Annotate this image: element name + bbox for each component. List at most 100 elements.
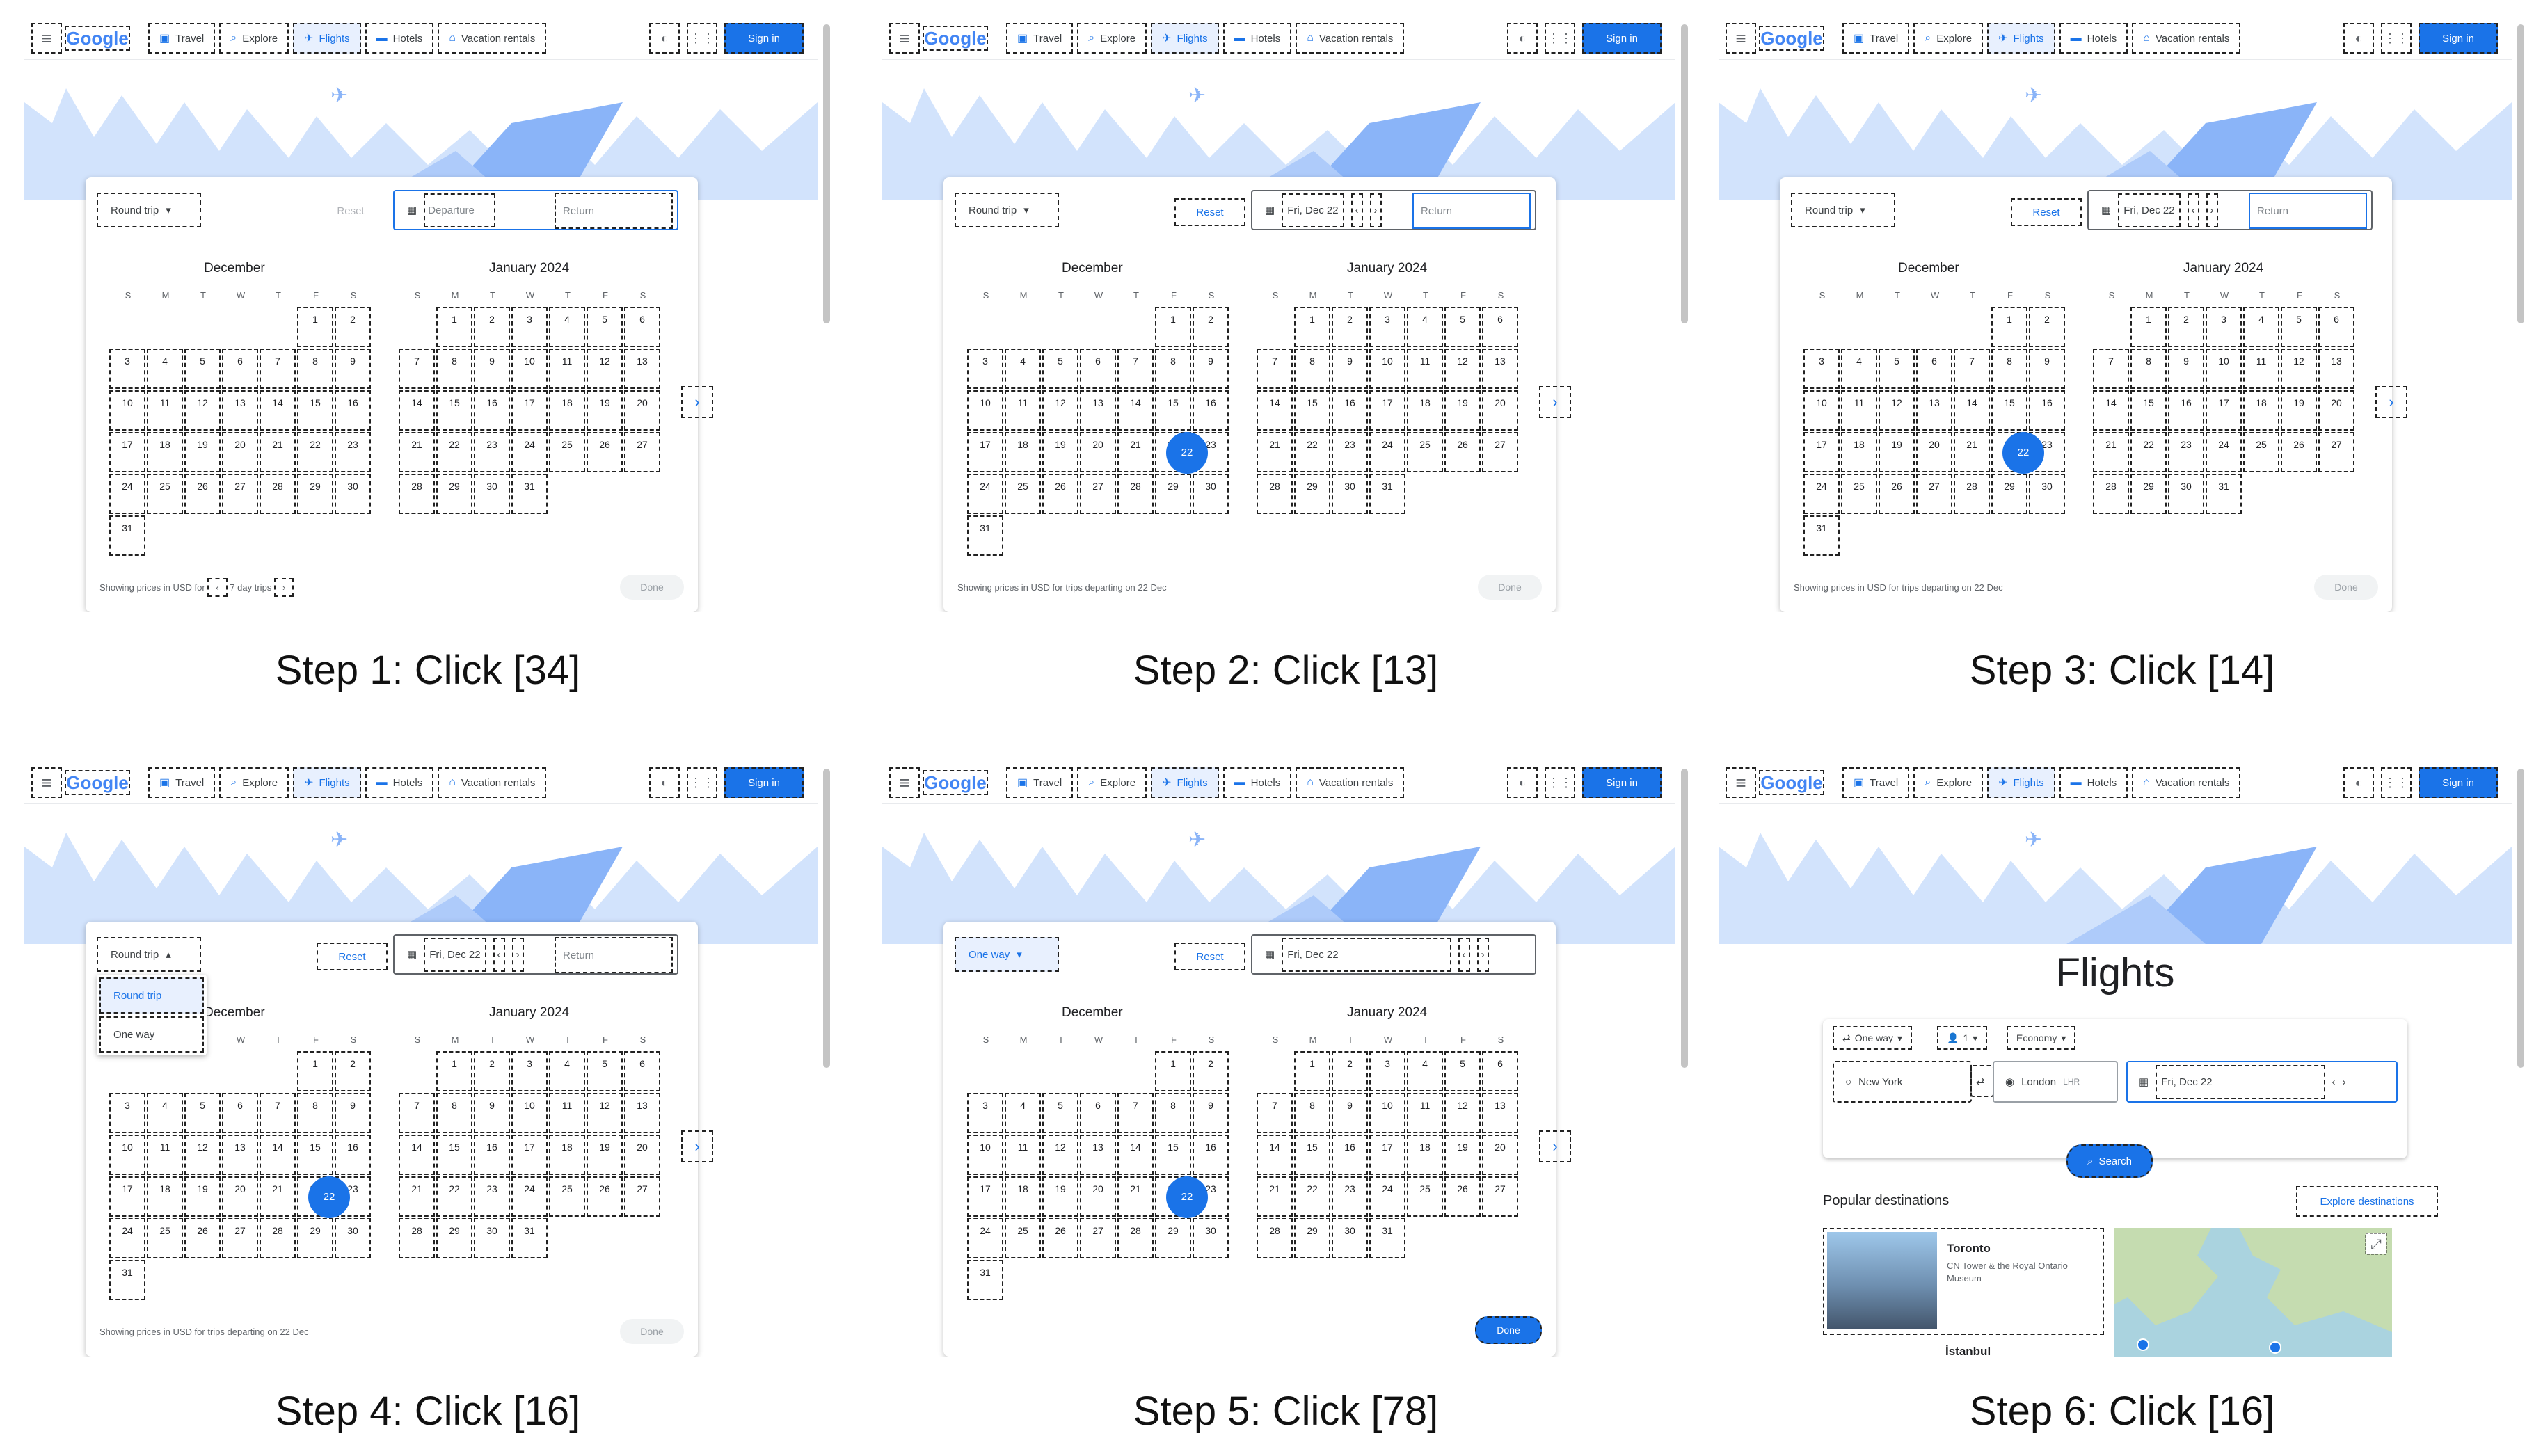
- calendar-day[interactable]: 14: [260, 390, 296, 431]
- calendar-day[interactable]: 24: [2206, 432, 2242, 472]
- calendar-day[interactable]: 1: [297, 307, 333, 347]
- trip-type-select[interactable]: Round trip▾: [1791, 193, 1895, 227]
- calendar-day[interactable]: 12: [1879, 390, 1915, 431]
- calendar-day[interactable]: 5: [1879, 349, 1915, 389]
- calendar-day[interactable]: 31: [1803, 515, 1840, 556]
- calendar-day[interactable]: 15: [1294, 1135, 1330, 1175]
- calendar-day[interactable]: 22: [1294, 432, 1330, 472]
- calendar-day[interactable]: 27: [1482, 1176, 1518, 1217]
- apps-grid-icon[interactable]: ⋮⋮: [1545, 23, 1575, 54]
- calendar-day[interactable]: 13: [1482, 1093, 1518, 1133]
- tab-flights[interactable]: ✈Flights: [1151, 23, 1219, 54]
- calendar-day[interactable]: 4: [549, 307, 585, 347]
- calendar-day[interactable]: 31: [2206, 474, 2242, 514]
- calendar-day[interactable]: 13: [624, 1093, 660, 1133]
- calendar-day[interactable]: 11: [1841, 390, 1877, 431]
- calendar-day[interactable]: 10: [2206, 349, 2242, 389]
- theme-toggle-icon[interactable]: ◐: [2343, 23, 2374, 54]
- calendar-day[interactable]: 12: [184, 390, 221, 431]
- calendar-day[interactable]: 1: [1294, 307, 1330, 347]
- tab-vacation-rentals[interactable]: ⌂Vacation rentals: [2132, 23, 2241, 54]
- calendar-day[interactable]: 7: [260, 1093, 296, 1133]
- calendar-day[interactable]: 25: [147, 474, 183, 514]
- calendar-day[interactable]: 29: [1294, 474, 1330, 514]
- calendar-day[interactable]: 23: [1332, 432, 1368, 472]
- calendar-day[interactable]: 14: [1117, 1135, 1154, 1175]
- calendar-day[interactable]: 17: [511, 1135, 548, 1175]
- calendar-day[interactable]: 4: [1005, 349, 1041, 389]
- calendar-day[interactable]: 15: [1991, 390, 2027, 431]
- calendar-day[interactable]: 11: [1407, 349, 1443, 389]
- calendar-day[interactable]: 30: [1332, 474, 1368, 514]
- calendar-day[interactable]: 27: [1080, 1218, 1116, 1258]
- selected-date[interactable]: 22: [1166, 1176, 1208, 1218]
- reset-button[interactable]: Reset: [1174, 943, 1245, 970]
- calendar-day[interactable]: 7: [260, 349, 296, 389]
- calendar-day[interactable]: 20: [1916, 432, 1952, 472]
- calendar-day[interactable]: 8: [297, 349, 333, 389]
- tab-travel[interactable]: ▣Travel: [1006, 767, 1074, 798]
- calendar-day[interactable]: 1: [436, 307, 472, 347]
- apps-grid-icon[interactable]: ⋮⋮: [2381, 23, 2412, 54]
- selected-date[interactable]: 22: [1166, 432, 1208, 474]
- done-button[interactable]: Done: [620, 1319, 684, 1344]
- calendar-day[interactable]: 29: [436, 474, 472, 514]
- calendar-day[interactable]: 14: [2093, 390, 2129, 431]
- calendar-day[interactable]: 15: [297, 1135, 333, 1175]
- calendar-day[interactable]: 2: [335, 1051, 371, 1091]
- calendar-day[interactable]: 19: [2281, 390, 2317, 431]
- calendar-day[interactable]: 7: [2093, 349, 2129, 389]
- calendar-day[interactable]: 3: [1803, 349, 1840, 389]
- calendar-day[interactable]: 4: [1407, 1051, 1443, 1091]
- calendar-day[interactable]: 3: [1369, 1051, 1405, 1091]
- reset-button[interactable]: Reset: [2011, 198, 2082, 226]
- calendar-day[interactable]: 25: [549, 432, 585, 472]
- calendar-day[interactable]: 17: [1369, 1135, 1405, 1175]
- calendar-day[interactable]: 4: [147, 1093, 183, 1133]
- calendar-day[interactable]: 9: [335, 1093, 371, 1133]
- next-date-button[interactable]: ›: [1369, 193, 1382, 227]
- calendar-day[interactable]: 2: [2168, 307, 2204, 347]
- calendar-day[interactable]: 31: [1369, 1218, 1405, 1258]
- next-month-button[interactable]: ›: [2375, 386, 2407, 418]
- calendar-day[interactable]: 28: [260, 1218, 296, 1258]
- calendar-day[interactable]: 16: [2029, 390, 2065, 431]
- swap-button[interactable]: ⇄: [1970, 1065, 1994, 1097]
- calendar-day[interactable]: 20: [1080, 432, 1116, 472]
- calendar-day[interactable]: 28: [1117, 474, 1154, 514]
- passengers-select[interactable]: 👤1▾: [1937, 1026, 1988, 1050]
- calendar-day[interactable]: 22: [2130, 432, 2167, 472]
- calendar-day[interactable]: 30: [474, 474, 510, 514]
- departure-input[interactable]: Fri, Dec 22: [1282, 193, 1344, 227]
- calendar-day[interactable]: 26: [184, 1218, 221, 1258]
- calendar-day[interactable]: 3: [511, 307, 548, 347]
- tab-flights[interactable]: ✈Flights: [1987, 23, 2055, 54]
- sign-in-button[interactable]: Sign in: [1582, 767, 1662, 798]
- cabin-class-select[interactable]: Economy▾: [2007, 1026, 2076, 1050]
- calendar-day[interactable]: 9: [1332, 349, 1368, 389]
- calendar-day[interactable]: 5: [184, 349, 221, 389]
- calendar-day[interactable]: 30: [2168, 474, 2204, 514]
- calendar-day[interactable]: 8: [1155, 1093, 1191, 1133]
- calendar-day[interactable]: 21: [399, 432, 435, 472]
- calendar-day[interactable]: 24: [967, 1218, 1003, 1258]
- calendar-day[interactable]: 19: [1444, 1135, 1481, 1175]
- calendar-day[interactable]: 31: [511, 1218, 548, 1258]
- scrollbar[interactable]: [823, 769, 830, 1068]
- calendar-day[interactable]: 20: [624, 1135, 660, 1175]
- calendar-day[interactable]: 7: [1117, 1093, 1154, 1133]
- calendar-day[interactable]: 15: [1155, 1135, 1191, 1175]
- calendar-day[interactable]: 19: [184, 432, 221, 472]
- departure-input[interactable]: Fri, Dec 22: [2118, 193, 2181, 227]
- sign-in-button[interactable]: Sign in: [1582, 23, 1662, 54]
- tab-explore[interactable]: ⌕Explore: [1913, 767, 1984, 798]
- calendar-day[interactable]: 10: [1803, 390, 1840, 431]
- prev-date-button[interactable]: ‹: [1458, 937, 1470, 972]
- tab-travel[interactable]: ▣Travel: [1006, 23, 1074, 54]
- calendar-day[interactable]: 6: [2318, 307, 2354, 347]
- calendar-day[interactable]: 18: [147, 1176, 183, 1217]
- calendar-day[interactable]: 22: [1294, 1176, 1330, 1217]
- calendar-day[interactable]: 7: [1257, 1093, 1293, 1133]
- calendar-day[interactable]: 27: [222, 474, 258, 514]
- calendar-day[interactable]: 14: [399, 390, 435, 431]
